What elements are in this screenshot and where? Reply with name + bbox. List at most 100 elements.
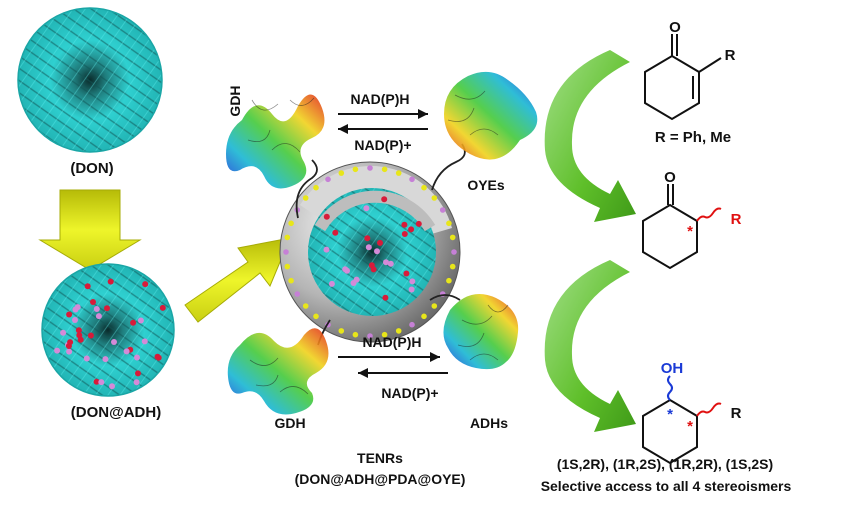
enzyme-dot xyxy=(382,294,389,301)
enzyme-dot xyxy=(76,332,83,339)
alcohol-stereo-mark-1: * xyxy=(667,406,673,423)
shell-surface-dot xyxy=(283,249,289,255)
enzyme-dot xyxy=(109,383,115,390)
enzyme-dot xyxy=(401,221,408,228)
shell-surface-dot xyxy=(313,184,319,191)
ketone-carbonyl-o: O xyxy=(664,169,676,186)
shell-surface-dot xyxy=(395,170,402,176)
cofactor-top-forward-label: NAD(P)H xyxy=(350,91,409,107)
shell-surface-dot xyxy=(395,328,402,334)
enzyme-dot xyxy=(111,339,117,345)
shell-surface-dot xyxy=(431,303,438,309)
enzyme-dot xyxy=(415,220,422,227)
alcohol-substituent: R xyxy=(731,405,742,422)
yellow-arrow-diagonal xyxy=(184,237,291,323)
enzyme-dot xyxy=(60,329,67,336)
enzyme-dot xyxy=(54,347,61,354)
enzyme-dot xyxy=(74,304,81,311)
gdh-top-protein-icon xyxy=(226,94,325,189)
stereoisomer-list: (1S,2R), (1R,2S), (1R,2R), (1S,2S) xyxy=(557,456,773,472)
adhs-protein-icon xyxy=(443,294,519,370)
enzyme-dot xyxy=(350,280,357,286)
enzyme-dot xyxy=(104,305,110,312)
enzyme-dot xyxy=(93,378,100,385)
shell-surface-dot xyxy=(352,166,359,173)
gdh-top-label: GDH xyxy=(227,85,243,116)
shell-surface-dot xyxy=(325,176,331,183)
cofactor-cycle-bottom: NAD(P)H NAD(P)+ xyxy=(338,334,448,401)
shell-surface-dot xyxy=(451,249,457,255)
alcohol-hydroxyl: OH xyxy=(661,360,684,377)
don-adh-label: (DON@ADH) xyxy=(71,404,161,421)
enzyme-dot xyxy=(332,229,339,236)
alcohol-stereo-mark-2: * xyxy=(687,418,693,435)
enzyme-dot xyxy=(93,306,100,312)
adhs-label: ADHs xyxy=(470,415,508,431)
tether-oyes xyxy=(431,143,466,191)
enzyme-dot xyxy=(135,370,141,377)
enzyme-dot xyxy=(83,355,90,362)
shell-surface-dot xyxy=(313,313,319,320)
enzyme-dot xyxy=(123,348,130,355)
enzyme-dot xyxy=(66,348,73,355)
don-nanoflower xyxy=(17,7,163,153)
enzyme-dot xyxy=(370,266,377,273)
tenrs-shell xyxy=(279,161,461,343)
shell-surface-dot xyxy=(284,263,291,270)
enzyme-dot xyxy=(87,332,94,339)
oyes-label: OYEs xyxy=(467,177,505,193)
enone-structure xyxy=(644,34,722,121)
enzyme-dot xyxy=(155,354,162,361)
shell-surface-dot xyxy=(302,195,309,201)
enzyme-dot xyxy=(408,226,415,233)
shell-surface-dot xyxy=(446,277,452,284)
enzyme-dot xyxy=(408,286,415,293)
enzyme-dot xyxy=(133,379,140,386)
enzyme-dot xyxy=(328,280,335,287)
enzyme-dot xyxy=(84,283,91,290)
enzyme-dot xyxy=(409,278,416,285)
shell-surface-dot xyxy=(338,328,345,334)
enzyme-dot xyxy=(72,317,78,323)
enzyme-dot xyxy=(381,196,388,203)
gdh-bottom-protein-icon xyxy=(227,328,329,415)
enzyme-dot xyxy=(323,246,330,253)
enzyme-dot xyxy=(344,267,350,274)
tenrs-title: TENRs xyxy=(357,450,403,466)
enzyme-dot xyxy=(323,213,330,220)
shell-surface-dot xyxy=(284,234,291,241)
green-arrow-upper xyxy=(544,50,636,222)
ketone-wavy-bond xyxy=(696,207,722,222)
enzyme-dot xyxy=(102,356,109,363)
shell-surface-dot xyxy=(367,333,373,339)
alcohol-wavy-bond-r xyxy=(696,402,722,417)
enzyme-dot xyxy=(387,260,394,267)
tenrs-formula: (DON@ADH@PDA@OYE) xyxy=(295,471,466,487)
gdh-bottom-label: GDH xyxy=(274,415,305,431)
shell-surface-dot xyxy=(381,331,388,338)
enzyme-dot xyxy=(374,248,380,255)
enzyme-dot xyxy=(90,299,96,305)
stereoisomer-caption: Selective access to all 4 stereoismers xyxy=(541,478,792,494)
tether-adhs xyxy=(429,294,461,301)
green-arrow-lower xyxy=(544,260,636,432)
shell-surface-dot xyxy=(439,207,446,213)
shell-surface-dot xyxy=(421,184,427,191)
shell-surface-dot xyxy=(446,220,452,227)
cofactor-bottom-forward-label: NAD(P)H xyxy=(362,334,421,350)
enzyme-dot xyxy=(377,239,383,246)
enzyme-dot xyxy=(75,327,82,334)
cofactor-cycle-top: NAD(P)H NAD(P)+ xyxy=(338,91,428,153)
shell-surface-dot xyxy=(288,220,294,227)
enzyme-dot xyxy=(364,235,371,242)
shell-surface-dot xyxy=(449,234,456,241)
enzyme-dot xyxy=(137,317,144,324)
enzyme-dot xyxy=(107,278,114,285)
enzyme-dot xyxy=(95,313,102,320)
shell-surface-dot xyxy=(421,313,427,320)
shell-surface-dot xyxy=(352,331,359,338)
enzyme-dot xyxy=(363,205,370,212)
shell-surface-dot xyxy=(449,263,456,270)
shell-surface-dot xyxy=(338,170,345,176)
enzyme-dot xyxy=(130,319,137,326)
